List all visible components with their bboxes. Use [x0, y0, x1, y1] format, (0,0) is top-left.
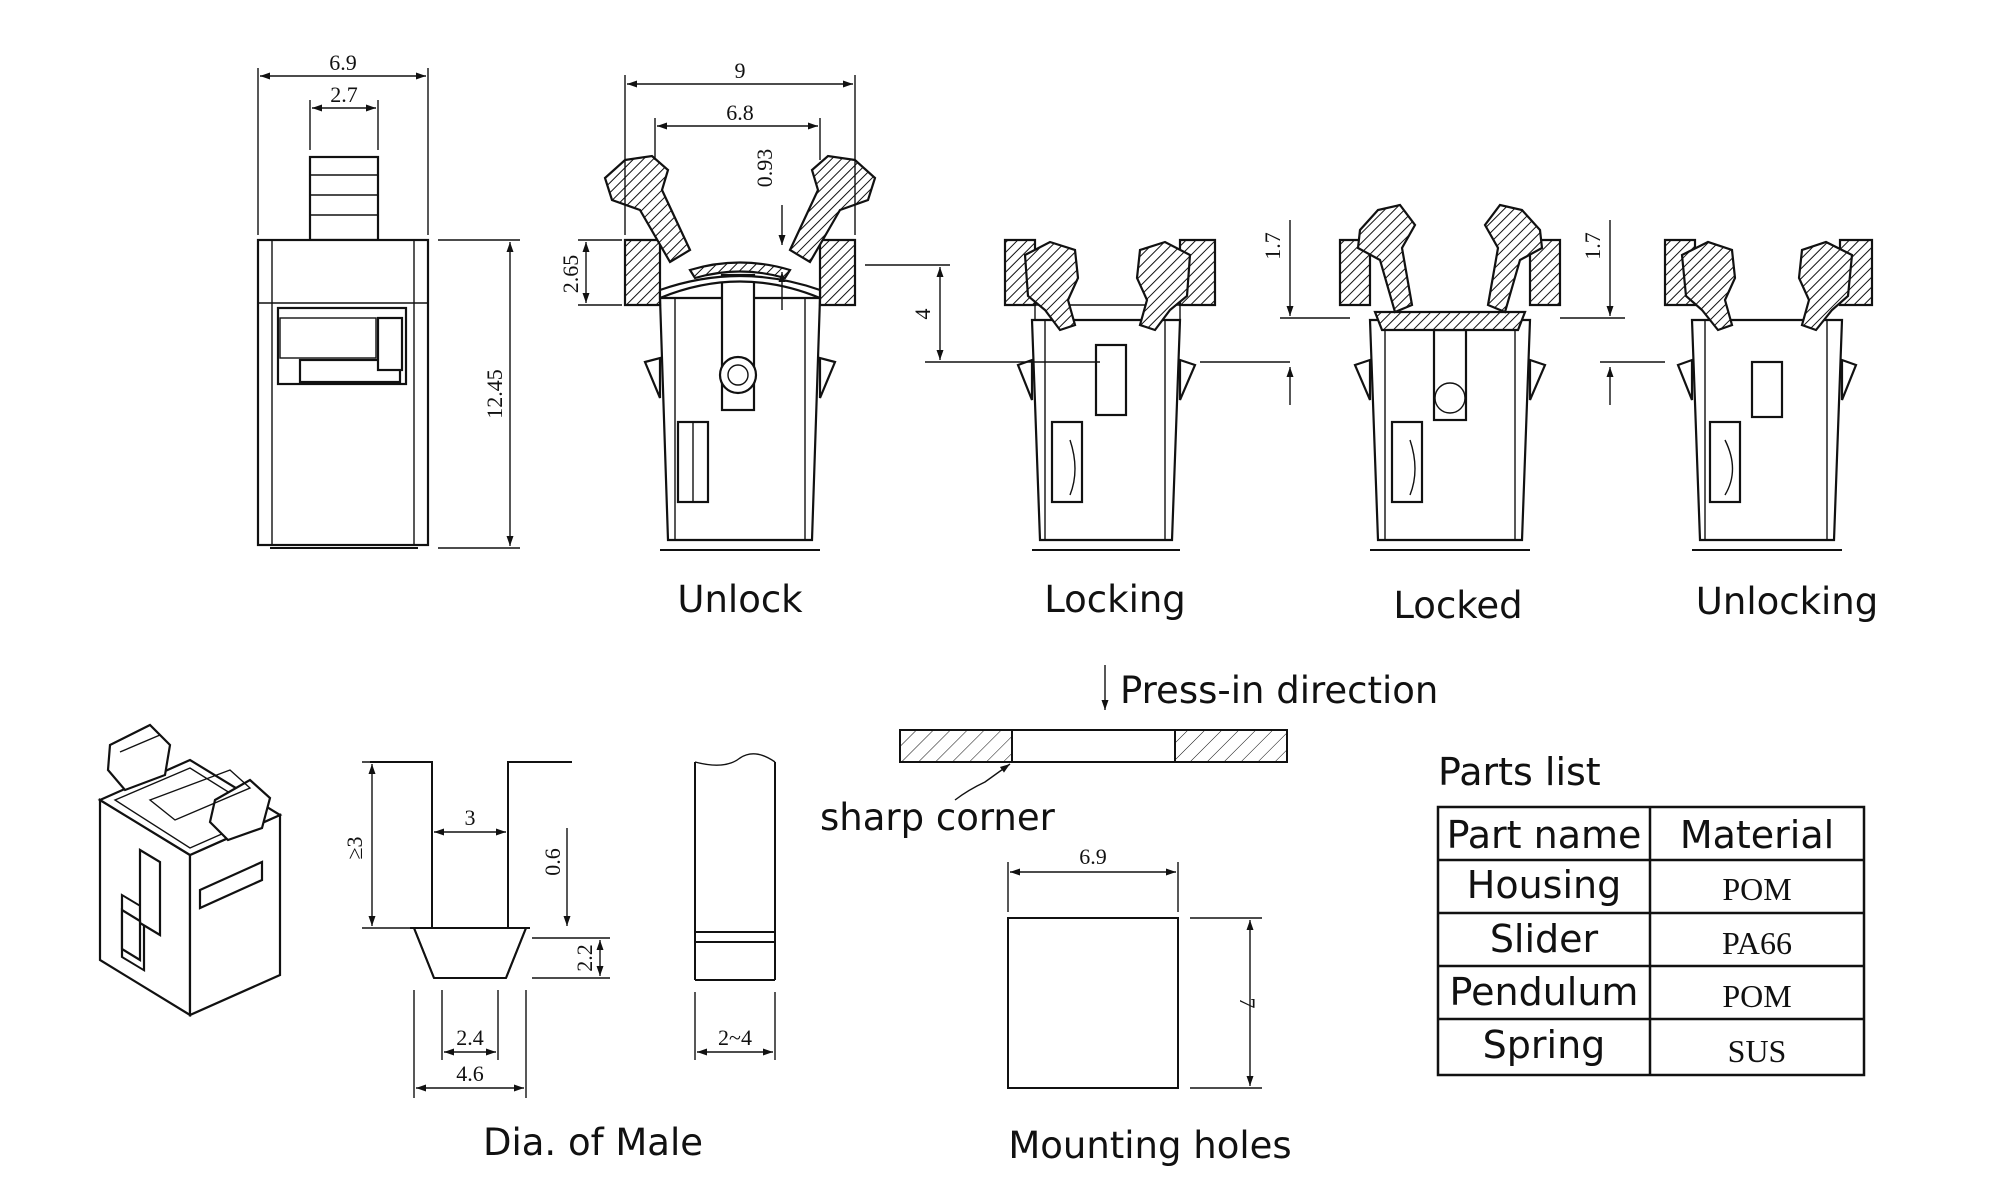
dim-side-stem: 2.7	[330, 82, 358, 107]
dim-side-width: 6.9	[329, 50, 357, 75]
caption-unlock: Unlock	[677, 578, 803, 621]
panel-section	[899, 665, 1288, 801]
table-row-housing-material: POM	[1722, 871, 1791, 907]
dim-hole-width: 6.9	[1079, 844, 1107, 869]
parts-table	[1436, 805, 1866, 1077]
table-row-pendulum-material: POM	[1722, 978, 1791, 1014]
dim-male-lip: 0.6	[540, 848, 565, 876]
male-profile	[362, 761, 610, 1098]
caption-male: Dia. of Male	[483, 1121, 703, 1164]
dim-hole-height: 7	[1235, 998, 1260, 1009]
latch-locking	[1003, 238, 1217, 551]
dim-top-gap: 0.93	[752, 149, 777, 188]
caption-sharp: sharp corner	[820, 796, 1056, 839]
table-row-slider-name: Slider	[1490, 917, 1599, 961]
caption-locking: Locking	[1044, 578, 1186, 621]
dim-male-height: ≥3	[342, 836, 367, 859]
dim-male-thickness: 2~4	[718, 1025, 752, 1050]
side-dims	[257, 68, 520, 549]
table-row-slider-material: PA66	[1722, 925, 1792, 961]
dim-stroke: 4	[910, 309, 935, 320]
parts-list-title: Parts list	[1438, 750, 1601, 794]
table-row-pendulum-name: Pendulum	[1450, 970, 1639, 1014]
table-row-housing-name: Housing	[1467, 863, 1621, 907]
dim-top-inner: 6.8	[726, 100, 754, 125]
caption-press: Press-in direction	[1120, 669, 1438, 712]
caption-holes: Mounting holes	[1008, 1124, 1291, 1167]
table-header-part: Part name	[1447, 813, 1642, 857]
dim-male-head: 2.2	[572, 944, 597, 972]
dim-locked-drop: 1.7	[1260, 232, 1285, 260]
dim-side-height: 12.45	[482, 369, 507, 419]
isometric-view	[97, 723, 283, 1017]
male-edge-view	[694, 753, 776, 1060]
side-view	[256, 155, 430, 549]
dim-male-tip: 2.4	[456, 1025, 484, 1050]
mounting-hole	[1007, 862, 1262, 1089]
latch-unlock	[603, 154, 877, 551]
dim-unlocking-drop: 1.7	[1580, 232, 1605, 260]
table-row-spring-name: Spring	[1483, 1023, 1606, 1067]
dim-top-width: 9	[735, 58, 746, 83]
latch-locked	[1338, 203, 1562, 551]
latch-unlocking	[1663, 238, 1874, 551]
dim-top-flange: 2.65	[558, 255, 583, 294]
latch-dims	[578, 75, 1665, 405]
dim-male-base: 4.6	[456, 1061, 484, 1086]
table-row-spring-material: SUS	[1728, 1033, 1787, 1069]
table-header-material: Material	[1680, 813, 1834, 857]
caption-unlocking: Unlocking	[1696, 580, 1878, 623]
caption-locked: Locked	[1393, 584, 1522, 627]
dim-male-slot: 3	[465, 805, 476, 830]
